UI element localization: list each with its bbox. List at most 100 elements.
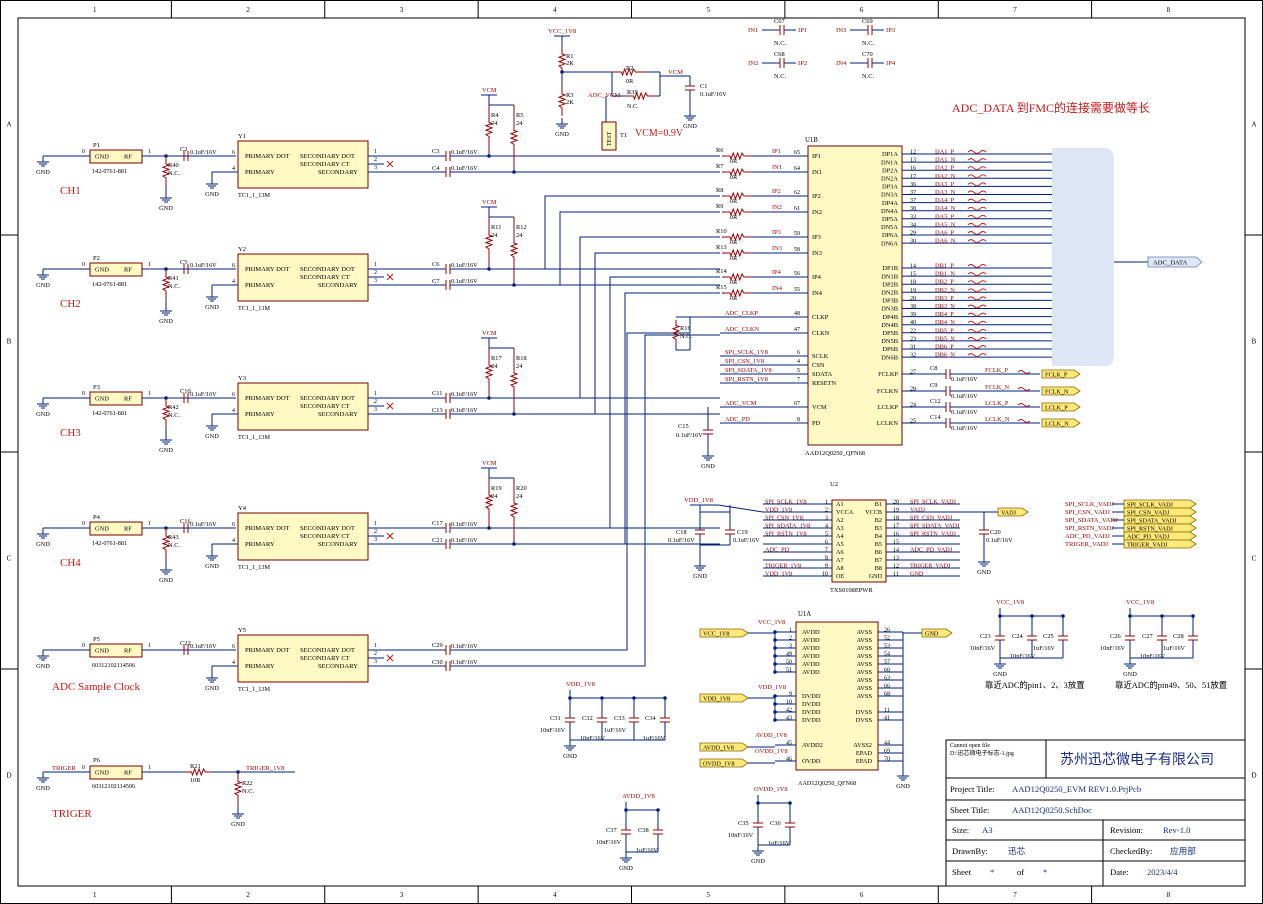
resistor-ref: R6	[716, 147, 723, 154]
resistor-ref: R18	[516, 355, 527, 362]
ic-pin-name: DN5A	[881, 224, 898, 231]
capacitor-ref: C31	[550, 715, 561, 722]
resistor	[233, 772, 243, 805]
pin-number: 45	[786, 741, 792, 747]
border-col-label: 7	[1013, 891, 1017, 899]
length-tune-mark	[1017, 387, 1031, 391]
resistor-ref: R11	[491, 224, 501, 231]
ic-pin-name: DP4A	[882, 200, 898, 207]
net-label: IP3	[886, 27, 896, 34]
net-label: VCM	[482, 87, 497, 94]
capacitor-value: 0.1uF/16V	[951, 376, 978, 383]
net-label: ADC_PD_VADJ	[910, 547, 953, 554]
border-col-label: 3	[400, 891, 404, 899]
pin-number: 68	[884, 692, 890, 698]
resistor-value: 0R	[730, 239, 738, 246]
net-label: IP1	[798, 27, 807, 34]
pin-number: 15	[910, 272, 916, 278]
capacitor-value: 0.1uF/16V	[190, 391, 217, 398]
resistor-ref: R2	[626, 65, 633, 72]
ic-pin-name: DN4A	[881, 208, 898, 215]
border-col-label: 4	[553, 891, 557, 899]
net-label: IP3	[772, 229, 781, 236]
length-tune-mark	[967, 158, 987, 163]
length-tune-mark	[967, 190, 987, 195]
capacitor-ref: C26	[1110, 633, 1121, 640]
ic-pin-name: DN2A	[881, 176, 898, 183]
transformer-pin-label: PRIMARY DOT	[245, 525, 290, 532]
connector-pin-label: RF	[124, 526, 132, 533]
ic-pin-name: SCLK	[812, 353, 829, 360]
pin-number: 44	[884, 741, 890, 747]
vadj-port	[997, 507, 1029, 517]
pin-number: 8	[825, 556, 828, 562]
ic-pin-name: CLKP	[812, 314, 829, 321]
ground-label: GND	[159, 577, 173, 584]
transformer-pin-label: PRIMARY DOT	[245, 395, 290, 402]
pin-number: 2	[374, 529, 377, 535]
ic-pin-name: DVSS	[856, 709, 873, 716]
transformer-part-number: TC1_1_13M	[238, 192, 270, 199]
ic-pin-name: FCLKP	[878, 371, 898, 378]
ic-pin-name: DN3B	[881, 306, 898, 313]
connector-part-number: 142-0761-881	[92, 410, 127, 417]
net-label: SPI_SDATA_VADJ	[1065, 517, 1118, 524]
capacitor-value: 0.1uF/16V	[733, 537, 760, 544]
pin-number: 27	[910, 370, 916, 376]
net-label: DA6_P	[935, 230, 955, 237]
transformer-pin-label: SECONDARY CT	[300, 274, 350, 281]
ic-pin-name: AVDD	[802, 669, 820, 676]
length-tune-mark	[967, 312, 987, 317]
adc-u1b-body	[807, 145, 903, 446]
sheet-size: A3	[982, 825, 993, 835]
net-label: DA2_P	[935, 165, 955, 172]
ic-pin-name: DP3B	[882, 298, 898, 305]
pin-number: 23	[910, 336, 916, 342]
pin-number: 1	[148, 643, 151, 649]
ic-pin-name: DP4B	[882, 314, 898, 321]
connector-ref: P6	[93, 757, 101, 764]
vadj-signal-port-label: SPI_RSTN_VADJ	[1127, 525, 1174, 532]
transformer-pin-label: SECONDARY CT	[300, 533, 350, 540]
net-label: SPI_RSTN_VADJ	[1065, 525, 1114, 532]
net-label: DB3_P	[935, 295, 954, 302]
ic-pin-name: AVDD	[802, 653, 820, 660]
capacitor-value: 10nF/16V	[970, 645, 996, 652]
ic-pin-name: DP5A	[882, 216, 898, 223]
pin-number: 9	[825, 564, 828, 570]
resistor-ref: R1	[566, 53, 573, 60]
resistor-value: 0R	[730, 214, 738, 221]
capacitor-ref: C19	[737, 529, 748, 536]
bias-resistor	[484, 478, 494, 526]
net-label: SPI_SCLK_1V8	[765, 499, 807, 506]
ic-pin-name: CSN	[812, 362, 825, 369]
capacitor-ref: C70	[862, 51, 873, 58]
ic-pin-name: AVDD	[802, 629, 820, 636]
pin-number: 24	[910, 403, 916, 409]
border-col-label: 6	[860, 6, 864, 14]
power-port-label: AVDD_1V8	[703, 744, 734, 751]
ic-pin-name: AVSS	[856, 661, 872, 668]
ic-pin-name: DP2A	[882, 167, 898, 174]
ic-pin-name: DN4B	[881, 322, 898, 329]
bias-resistor	[484, 105, 494, 154]
power-port	[699, 628, 749, 638]
capacitor-value: 1uF/16V	[1033, 645, 1056, 652]
capacitor-ref: C35	[738, 820, 749, 827]
capacitor-value: 0.1uF/16V	[700, 91, 727, 98]
junction-dot	[1061, 614, 1065, 618]
field-label: of	[1017, 867, 1024, 877]
pin-number: 16	[910, 166, 916, 172]
resistor-ref: R12	[516, 224, 527, 231]
net-label: ADC_VCM	[725, 400, 757, 407]
net-label: IN3	[836, 27, 847, 34]
ic-pin-name: OVDD	[802, 758, 821, 765]
resistor-ref: R20	[516, 485, 527, 492]
capacitor-ref: C8	[930, 365, 937, 372]
net-label: DB1_N	[935, 271, 955, 278]
junction-dot	[773, 718, 777, 722]
capacitor-ref: C4	[432, 165, 440, 172]
length-tune-mark	[967, 206, 987, 211]
pin-number: 1	[374, 262, 377, 268]
